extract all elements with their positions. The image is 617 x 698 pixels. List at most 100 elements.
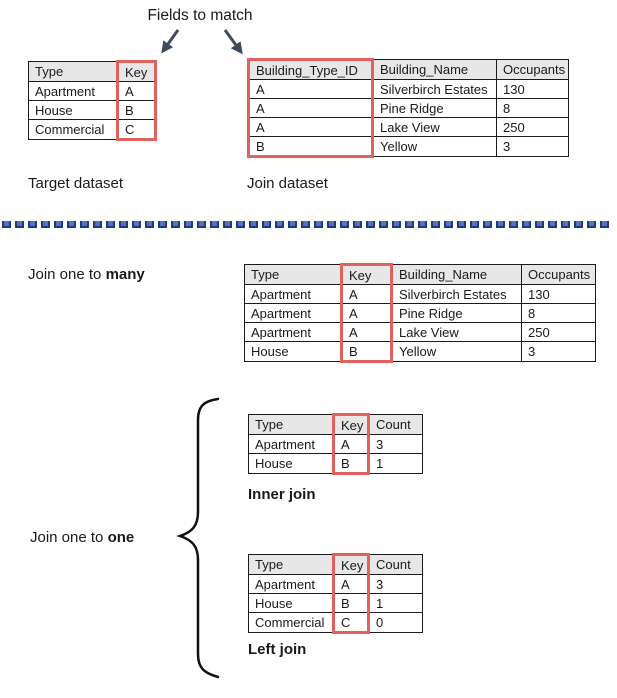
table-cell: 3 [368,434,423,454]
table-cell: B [116,100,157,120]
divider-dash [561,221,570,228]
divider-dash [457,221,466,228]
table-cell: B [332,453,370,475]
table-cell: Lake View [391,322,522,342]
divider-dash [353,221,362,228]
column-header: Occupants [521,264,596,285]
divider-dash [2,221,11,228]
divider-dash [54,221,63,228]
divider-dash [210,221,219,228]
divider-dash [93,221,102,228]
table-cell: 3 [368,574,423,594]
table-cell: 3 [495,136,570,157]
join-one-to-many-bold: many [105,266,145,283]
table-cell: Lake View [372,117,497,137]
divider-dash [236,221,245,228]
join-one-to-many-label: Join one to many [28,266,145,283]
divider-dash [15,221,24,228]
divider-dash [249,221,258,228]
table-cell: House [248,593,334,613]
column-header: Type [28,61,118,82]
table-cell: Apartment [244,322,342,342]
divider-dash [314,221,323,228]
column-header: Type [248,414,334,435]
table-cell: House [244,341,342,362]
join-one-to-many-text: Join one to [28,266,106,283]
table-cell: A [116,81,157,101]
target-dataset-label: Target dataset [28,175,124,192]
table-cell: 8 [521,303,596,323]
table-cell: Apartment [244,303,342,323]
column-header: Occupants [495,59,570,80]
divider-dash [327,221,336,228]
table-cell: A [247,79,374,99]
column-header: Key [332,553,370,575]
table-cell: A [247,117,374,137]
left-join-label: Left join [248,641,307,658]
column-header: Count [368,414,423,435]
divider-dash [392,221,401,228]
divider-dash [600,221,609,228]
table-cell: B [340,341,393,363]
divider-dash [470,221,479,228]
column-header: Count [368,554,423,575]
table-cell: House [248,453,334,474]
join-one-to-one-label: Join one to one [30,529,134,546]
table-cell: 250 [495,117,570,137]
table-cell: C [332,612,370,634]
divider-dash [535,221,544,228]
divider-dash [587,221,596,228]
divider-dash [379,221,388,228]
divider-dash [119,221,128,228]
column-header: Key [116,60,157,82]
column-header: Type [244,264,342,285]
divider-dash [288,221,297,228]
section-divider [2,221,615,229]
divider-dash [301,221,310,228]
table-cell: A [340,284,393,304]
divider-dash [171,221,180,228]
table-cell: B [247,136,374,158]
table-cell: A [332,574,370,594]
divider-dash [67,221,76,228]
divider-dash [522,221,531,228]
divider-dash [405,221,414,228]
inner-join-label: Inner join [248,486,316,503]
fields-to-match-label: Fields to match [147,7,253,24]
table-cell: Commercial [248,612,334,633]
divider-dash [444,221,453,228]
column-header: Key [332,413,370,435]
table-cell: A [340,303,393,323]
table-cell: Apartment [244,284,342,304]
table-cell: A [340,322,393,342]
divider-dash [80,221,89,228]
divider-dash [496,221,505,228]
divider-dash [184,221,193,228]
table-cell: 0 [368,612,423,633]
join-one-to-one-bold: one [107,529,135,546]
table-cell: Silverbirch Estates [372,79,497,99]
table-cell: Apartment [28,81,118,101]
divider-dash [262,221,271,228]
divider-dash [28,221,37,228]
divider-dash [275,221,284,228]
table-cell: A [332,434,370,454]
